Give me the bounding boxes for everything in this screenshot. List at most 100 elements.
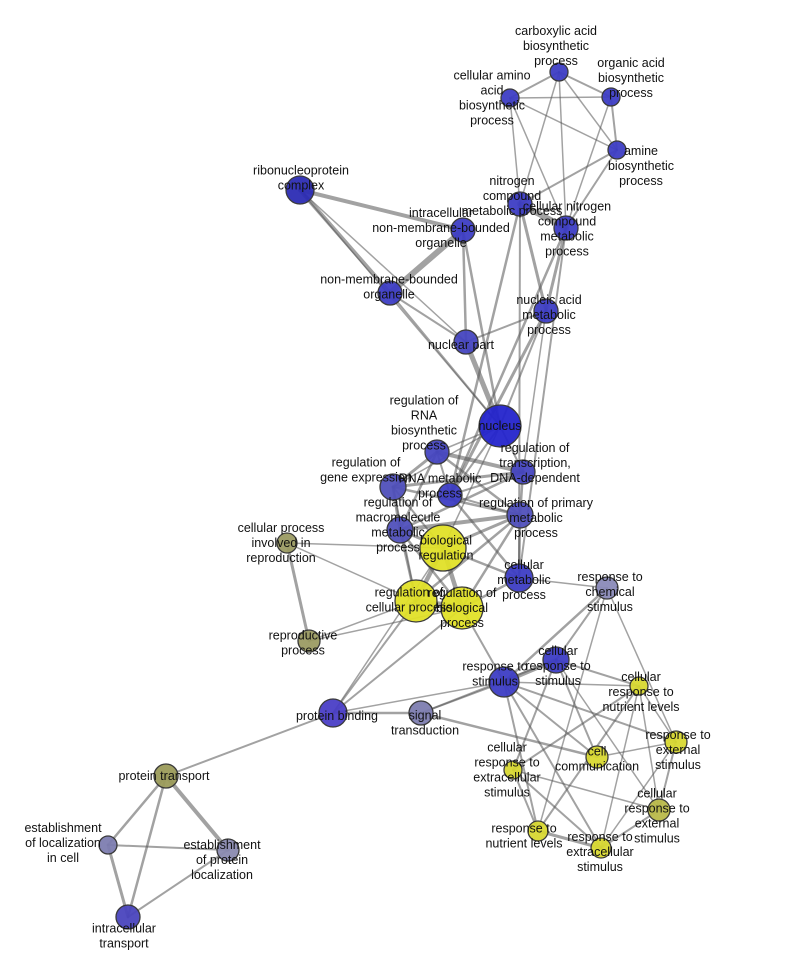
- node-regbio[interactable]: [440, 586, 484, 630]
- edge-rstim--rextra: [503, 681, 602, 849]
- node-layer: [98, 62, 688, 930]
- edge-cpir--repro: [285, 541, 311, 643]
- edge-caba--cncmp: [558, 71, 567, 229]
- edge-regtx--regge: [391, 470, 525, 489]
- edge-ncmp--rnamp: [448, 202, 522, 497]
- edge-caba--amine: [558, 71, 618, 151]
- node-eploc[interactable]: [216, 838, 240, 862]
- node-regrna[interactable]: [424, 439, 450, 465]
- edge-regtx--rnamp: [449, 471, 524, 496]
- edge-inmbo--npart: [461, 228, 468, 344]
- node-caaba[interactable]: [500, 88, 520, 108]
- edge-crnl--rextra: [600, 685, 640, 849]
- edge-cncmp--rnamp: [448, 226, 568, 497]
- node-oaba[interactable]: [601, 87, 621, 107]
- edge-inmbo--nmbo: [387, 227, 466, 296]
- edge-rstim--pbind: [332, 681, 505, 714]
- edge-crstim--crextra: [512, 659, 557, 771]
- edge-crextra--rnl: [512, 769, 539, 832]
- edge-crextra--rextra: [512, 769, 602, 849]
- node-nmbo[interactable]: [377, 280, 403, 306]
- node-regge[interactable]: [379, 473, 407, 501]
- node-sigtrans[interactable]: [408, 700, 434, 726]
- edge-rnamp--cellmet: [448, 493, 521, 580]
- edge-repro--regbio: [308, 607, 463, 642]
- node-nucleus[interactable]: [478, 404, 522, 448]
- node-rextra[interactable]: [590, 837, 612, 859]
- edge-rext--rextra: [600, 741, 677, 849]
- edge-inmbo--nucleus: [461, 228, 502, 428]
- edge-regcell--pbind: [332, 600, 417, 714]
- node-rnp[interactable]: [285, 175, 315, 205]
- node-rext[interactable]: [664, 730, 688, 754]
- edge-pbind--ptrans: [165, 712, 334, 777]
- edge-sigtrans--cellcomm: [419, 711, 599, 759]
- node-bioreg[interactable]: [419, 524, 467, 572]
- node-ncmp[interactable]: [507, 191, 533, 217]
- node-itrans[interactable]: [115, 904, 141, 930]
- node-eloc[interactable]: [98, 835, 118, 855]
- edge-crstim--crnl: [555, 659, 640, 687]
- edge-rchem--crstim: [555, 587, 608, 661]
- edge-rstim--rnl: [503, 681, 539, 832]
- edge-rchem--rstim: [502, 586, 609, 684]
- edge-namp--npart: [465, 310, 547, 343]
- node-rnamp[interactable]: [437, 482, 463, 508]
- edge-crstim--cellcomm: [555, 659, 598, 758]
- node-crextra[interactable]: [503, 760, 523, 780]
- edge-crextra--crext: [512, 769, 660, 811]
- node-cpir[interactable]: [276, 532, 298, 554]
- node-cellcomm[interactable]: [585, 745, 609, 769]
- edge-nmbo--npart: [389, 292, 467, 343]
- node-regcell[interactable]: [394, 579, 438, 623]
- node-regmacro[interactable]: [386, 516, 414, 544]
- edge-rext--cellcomm: [596, 741, 677, 758]
- edge-regrna--regmacro: [398, 450, 439, 532]
- node-npart[interactable]: [453, 329, 479, 355]
- edge-ptrans--eploc: [164, 774, 230, 852]
- edge-regprim--regmacro: [398, 513, 522, 532]
- node-crnl[interactable]: [629, 676, 649, 696]
- edge-caaba--cncmp: [509, 97, 567, 229]
- edge-crnl--crext: [638, 685, 660, 811]
- node-crstim[interactable]: [542, 646, 570, 674]
- edge-rnp--inmbo: [298, 188, 465, 232]
- node-regtx[interactable]: [510, 459, 536, 485]
- node-rstim[interactable]: [488, 666, 520, 698]
- node-inmbo[interactable]: [450, 217, 476, 243]
- node-crext[interactable]: [647, 798, 671, 822]
- node-rnl[interactable]: [527, 820, 549, 842]
- edge-amine--ncmp: [519, 149, 618, 205]
- node-cellmet[interactable]: [504, 563, 534, 593]
- edge-cncmp--namp: [544, 226, 568, 313]
- edge-nmbo--nucleus: [389, 292, 501, 427]
- node-caba[interactable]: [549, 62, 569, 82]
- edge-rchem--rnl: [537, 587, 608, 832]
- edge-rstim--cellcomm: [503, 681, 598, 758]
- edge-amine--cncmp: [565, 149, 618, 229]
- edge-eploc--itrans: [127, 849, 229, 918]
- edge-caaba--ncmp: [509, 97, 521, 205]
- node-namp[interactable]: [533, 298, 559, 324]
- edge-cpir--regcell: [286, 542, 417, 602]
- edge-ncmp--namp: [518, 202, 548, 313]
- edge-pbind--bioreg: [332, 547, 444, 714]
- node-repro[interactable]: [297, 629, 321, 653]
- node-pbind[interactable]: [318, 698, 348, 728]
- edge-regrna--regtx: [435, 450, 525, 474]
- node-cncmp[interactable]: [553, 215, 579, 241]
- node-ptrans[interactable]: [153, 763, 179, 789]
- edge-oaba--cncmp: [565, 96, 612, 229]
- edge-rnp--npart: [299, 189, 467, 343]
- edge-crstim--crext: [555, 659, 660, 811]
- edge-crstim--sigtrans: [420, 659, 557, 714]
- node-rchem[interactable]: [595, 576, 619, 600]
- node-regprim[interactable]: [506, 501, 534, 529]
- edge-regbio--pbind: [332, 607, 463, 714]
- edge-cpir--bioreg: [286, 542, 444, 549]
- node-amine[interactable]: [607, 140, 627, 160]
